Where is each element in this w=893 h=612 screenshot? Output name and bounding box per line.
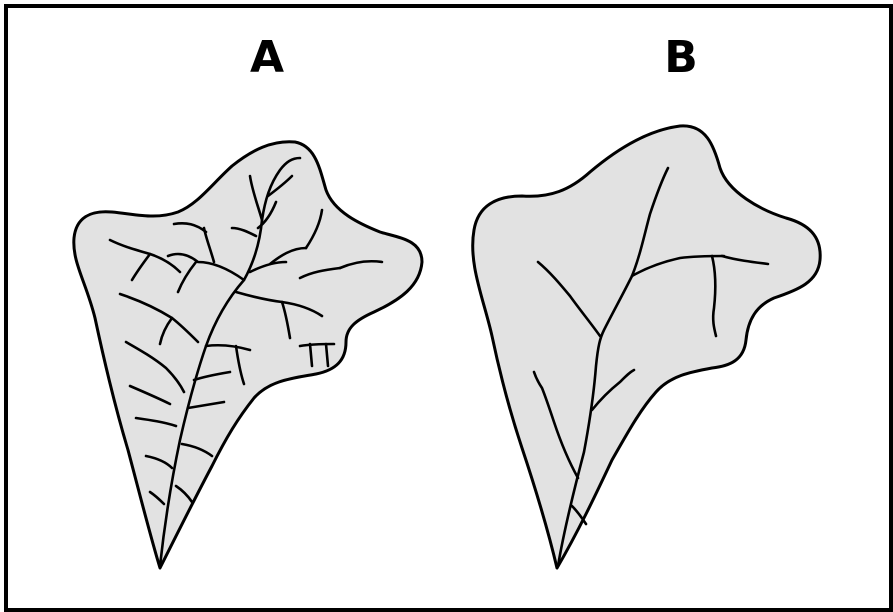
basin-b-outline bbox=[473, 126, 821, 568]
basin-b bbox=[473, 126, 821, 568]
basin-a-outline bbox=[74, 142, 422, 568]
basin-a bbox=[74, 142, 422, 568]
